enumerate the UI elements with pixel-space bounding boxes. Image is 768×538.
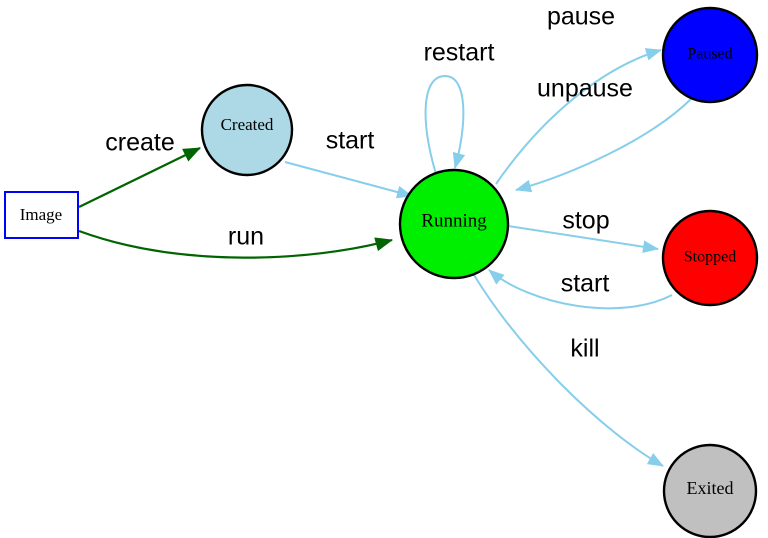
edge-run[interactable]: run xyxy=(78,223,394,259)
node-image-label: Image xyxy=(20,205,62,224)
node-paused-shape xyxy=(661,6,759,104)
node-stopped[interactable]: Stopped xyxy=(661,209,759,307)
edge-unpause[interactable]: unpause xyxy=(515,75,693,193)
edge-pause-label: pause xyxy=(547,3,615,31)
edge-run-path xyxy=(78,229,394,259)
edge-start-stopped-to-running[interactable]: start xyxy=(488,269,673,310)
edge-stop-label: stop xyxy=(562,207,609,235)
node-exited-shape xyxy=(662,443,758,538)
node-paused-label: Paused xyxy=(687,46,732,63)
node-image-shape xyxy=(4,191,79,239)
edge-kill-path xyxy=(473,274,664,467)
edge-kill[interactable]: kill xyxy=(473,274,664,467)
edge-create-label: create xyxy=(105,129,174,157)
edge-unpause-label: unpause xyxy=(537,75,633,103)
node-running[interactable]: Running xyxy=(398,168,510,280)
nodes-layer: Image Created Running Paused Stopped Exi xyxy=(4,6,759,538)
node-image[interactable]: Image xyxy=(4,191,79,239)
edge-unpause-path xyxy=(515,97,693,193)
node-exited-label: Exited xyxy=(687,478,734,498)
node-running-shape xyxy=(398,168,510,280)
edge-start-stopped-label: start xyxy=(561,270,610,298)
node-created[interactable]: Created xyxy=(200,83,294,177)
edge-start-stopped-path xyxy=(488,269,673,310)
node-created-label: Created xyxy=(221,115,274,134)
edge-kill-label: kill xyxy=(570,335,599,363)
edge-start-created-label: start xyxy=(326,127,375,155)
node-paused[interactable]: Paused xyxy=(661,6,759,104)
edge-restart-label: restart xyxy=(424,39,495,67)
node-running-label: Running xyxy=(421,210,487,231)
node-stopped-label: Stopped xyxy=(684,249,736,266)
edge-stop-path xyxy=(507,225,659,254)
node-exited[interactable]: Exited xyxy=(662,443,758,538)
edge-stop[interactable]: stop xyxy=(507,207,659,254)
edge-restart-path xyxy=(424,74,466,175)
edge-pause[interactable]: pause xyxy=(495,3,662,185)
edge-restart-self-loop[interactable]: restart xyxy=(424,39,495,175)
edge-create[interactable]: create xyxy=(78,129,201,208)
edge-start-created-to-running[interactable]: start xyxy=(284,127,413,199)
edges-layer: create run start restart pause unpause xyxy=(78,3,693,467)
edge-run-label: run xyxy=(228,223,264,251)
edge-create-path xyxy=(78,147,201,208)
edge-start-created-path xyxy=(284,161,413,199)
edge-pause-path xyxy=(495,48,662,185)
node-created-shape xyxy=(200,83,294,177)
node-stopped-shape xyxy=(661,209,759,307)
